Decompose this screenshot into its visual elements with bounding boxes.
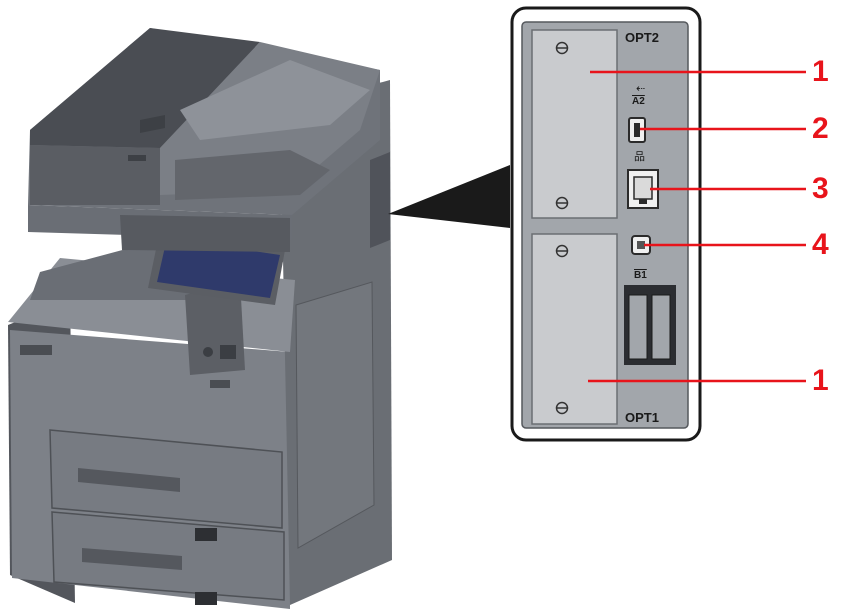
zoom-wedge (388, 165, 510, 228)
connector-panel: ⇠ 品 (510, 6, 702, 442)
callout-lines (588, 70, 806, 383)
front-latch (210, 380, 230, 388)
drawer-2-indicator (195, 592, 217, 605)
adf-feed-tray (180, 60, 370, 140)
drawer-2-handle (82, 548, 182, 570)
opt2-label: OPT2 (625, 30, 659, 45)
adf-left-cover (30, 28, 260, 148)
option-slot-opt1 (531, 233, 618, 425)
usb-a-symbol-icon: ⇠ (636, 83, 645, 95)
opt1-bottom-screw-icon (555, 401, 569, 415)
opt2-top-screw-icon (555, 41, 569, 55)
callout-number-1-top: 1 (812, 55, 829, 88)
usb-b-label: B1 (634, 270, 647, 281)
power-button-icon (203, 347, 213, 357)
usb-a-label: A2 (632, 96, 645, 107)
adf-indicator (128, 155, 146, 161)
printer-side-vent (370, 152, 390, 248)
front-label-plate (20, 345, 52, 355)
callout-number-4: 4 (812, 228, 829, 261)
adf-front-face (30, 145, 160, 205)
callout-number-1-bottom: 1 (812, 364, 829, 397)
drawer-1-handle (78, 468, 180, 492)
opt2-bottom-screw-icon (555, 196, 569, 210)
printer-side-door (295, 281, 375, 549)
drawer-1-indicator (195, 528, 217, 541)
callout-number-2: 2 (812, 112, 829, 145)
adf-exit-tray (175, 150, 330, 200)
adf-release-lever (140, 115, 165, 133)
touch-panel-screen (157, 238, 280, 298)
card-reader-slot (220, 345, 236, 359)
opt1-label: OPT1 (625, 410, 659, 425)
scanner-body (120, 215, 290, 252)
opt1-top-screw-icon (555, 244, 569, 258)
callout-number-3: 3 (812, 172, 829, 205)
network-symbol-icon: 品 (634, 150, 645, 163)
option-slot-opt2 (531, 29, 618, 219)
printer-illustration (8, 28, 510, 609)
